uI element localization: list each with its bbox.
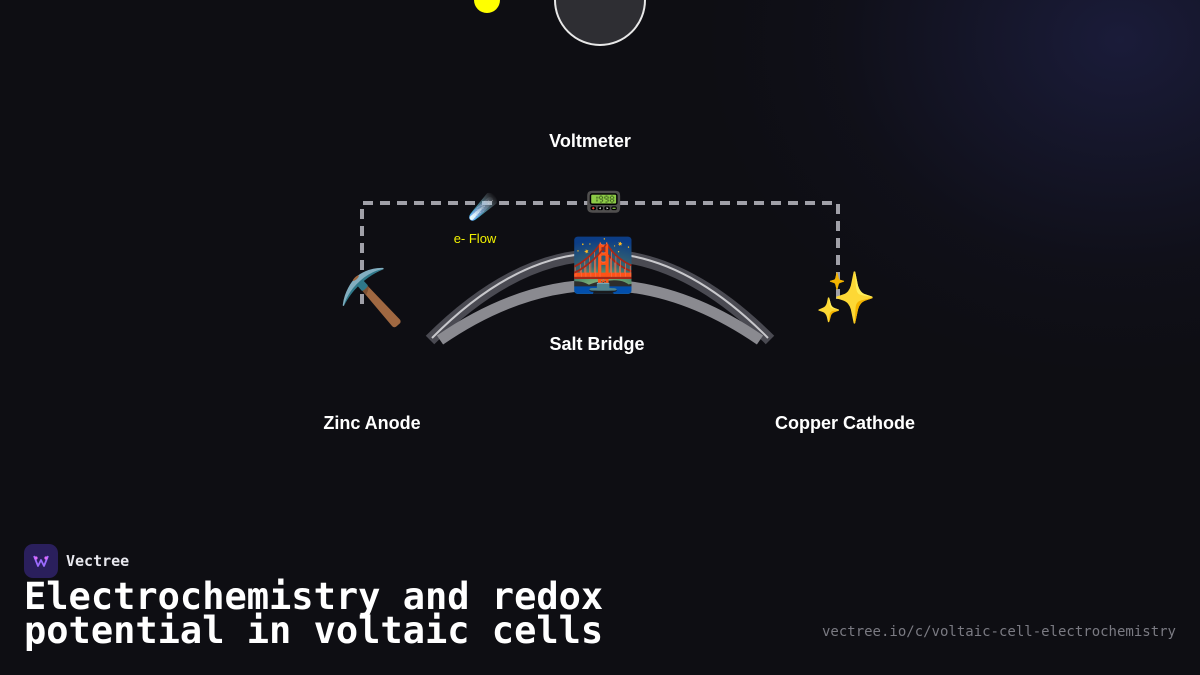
vectree-logo-glyph xyxy=(33,555,49,567)
voltmeter-dial xyxy=(554,0,646,46)
copper-cathode-label: Copper Cathode xyxy=(774,413,916,433)
vectree-logo-icon xyxy=(24,544,58,578)
page-title: Electrochemistry and redox potential in … xyxy=(24,575,604,652)
zinc-anode-label: Zinc Anode xyxy=(323,413,421,433)
brand: Vectree xyxy=(24,544,129,578)
electron-icon: ☄️ xyxy=(468,193,498,221)
electron-flow-label: e- Flow xyxy=(453,231,497,246)
voltmeter-label: Voltmeter xyxy=(549,131,631,151)
voltmeter-icon: 📟 xyxy=(585,185,623,220)
salt-bridge-icon: 🌉 xyxy=(570,236,636,296)
brand-name: Vectree xyxy=(66,552,130,570)
salt-bridge-highlight xyxy=(431,252,769,339)
salt-bridge-label: Salt Bridge xyxy=(549,334,645,354)
salt-bridge-inner xyxy=(436,279,764,345)
zinc-anode-icon: ⛏️ xyxy=(338,266,406,329)
copper-cathode-icon: ✨ xyxy=(814,269,878,327)
page-url[interactable]: vectree.io/c/voltaic-cell-electrochemist… xyxy=(821,624,1176,640)
electron-dot xyxy=(474,0,500,13)
